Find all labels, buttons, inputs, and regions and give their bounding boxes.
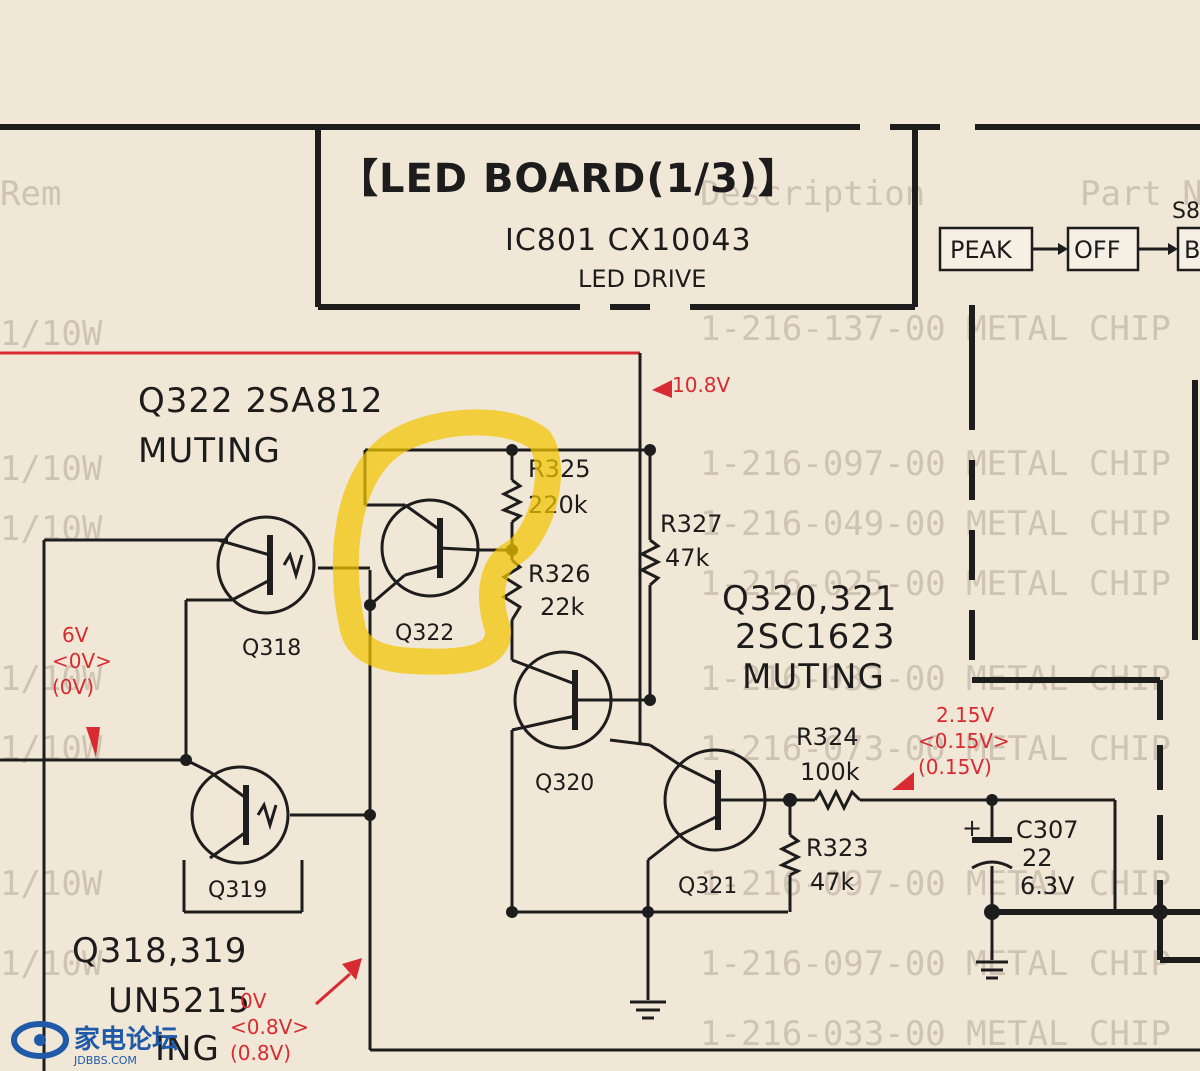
switch-peak-label: PEAK — [950, 236, 1013, 264]
transistor-q318 — [216, 515, 316, 615]
resistor-r324 — [813, 788, 862, 812]
bg-left-cell: 1/10W — [0, 729, 103, 769]
right-voltage-c: (0.15V) — [918, 755, 992, 779]
bg-left-cell: 1/10W — [0, 509, 103, 549]
bg-left-cell: 1/10W — [0, 659, 103, 699]
q321-label: Q321 — [678, 874, 737, 899]
q319-label: Q319 — [208, 878, 267, 903]
forum-logo: 家电论坛 JDBBS.COM — [11, 1021, 178, 1067]
r326-value: 22k — [540, 593, 585, 621]
junction-dots — [180, 444, 1168, 920]
resistor-r323 — [778, 833, 802, 877]
ic-reference: IC801 CX10043 — [505, 223, 752, 258]
q322-function-label: MUTING — [138, 431, 281, 471]
bg-row: 1-216-025-00 METAL CHIP — [700, 564, 1171, 604]
bottom-voltage-a: 0V — [240, 989, 267, 1013]
c307-ref: C307 — [1016, 816, 1079, 844]
bottom-voltage-b: <0.8V> — [230, 1015, 309, 1039]
q318-label: Q318 — [242, 636, 301, 661]
bg-row: 1-216-033-00 METAL CHIP — [700, 1014, 1171, 1054]
switch-off-box — [1066, 226, 1140, 272]
q320-label: Q320 — [535, 771, 594, 796]
r323-ref: R323 — [806, 834, 868, 862]
c307-value: 22 — [1022, 844, 1053, 872]
bg-left-cell: 1/10W — [0, 449, 103, 489]
left-voltage-a: 6V — [62, 623, 89, 647]
switch-next-box — [1176, 226, 1200, 272]
ground-symbol — [630, 1000, 666, 1020]
bg-row: 1-216-097-00 METAL CHIP — [700, 444, 1171, 484]
right-voltage-b: <0.15V> — [918, 729, 1010, 753]
r324-value: 100k — [800, 758, 860, 786]
logo-swirl-icon — [11, 1021, 69, 1059]
bg-header-desc: Description — [700, 174, 925, 214]
bg-header-part: Part No. — [1080, 174, 1200, 214]
voltage-marker — [342, 958, 362, 980]
capacitor-c307 — [971, 837, 1013, 870]
ic-description: LED DRIVE — [578, 265, 706, 293]
bg-left-cell: 1/10W — [0, 944, 103, 984]
transistor-q322 — [365, 498, 480, 598]
ground-symbol — [976, 960, 1008, 980]
right-voltage-a: 2.15V — [936, 703, 995, 727]
bg-row: 1-216-097-00 METAL CHIP — [700, 864, 1171, 904]
switch-peak-box — [938, 226, 1034, 272]
q318-319-label: Q318,319 — [72, 931, 247, 971]
transistor-q319 — [190, 765, 290, 865]
voltage-marker — [652, 380, 672, 398]
transistor-q320 — [511, 650, 613, 750]
bg-header-rem: Rem — [0, 174, 61, 214]
left-voltage-c: (0V) — [52, 675, 94, 699]
q320-321-function-label: MUTING — [742, 657, 885, 697]
logo-name: 家电论坛 — [74, 1024, 178, 1055]
resistor-r326 — [501, 558, 523, 621]
bg-row: 1-216-073-00 METAL CHIP — [700, 729, 1171, 769]
bottom-voltage-c: (0.8V) — [230, 1041, 291, 1065]
voltage-marker — [892, 772, 914, 790]
r327-ref: R327 — [660, 510, 722, 538]
c307-polarity: + — [962, 814, 982, 842]
board-title: 【LED BOARD(1/3)】 — [338, 156, 799, 202]
switch-ref: S8 — [1172, 199, 1200, 224]
highlight-circle — [332, 409, 561, 675]
q320-321-label: Q320,321 — [722, 579, 897, 619]
switch-next-label: B — [1184, 236, 1200, 264]
logo-sub: JDBBS.COM — [73, 1054, 137, 1067]
r327-value: 47k — [665, 544, 710, 572]
r324-ref: R324 — [796, 723, 858, 751]
q322-part-label: Q322 2SA812 — [138, 381, 383, 421]
bg-row: 1-216-097-00 METAL CHIP — [700, 944, 1171, 984]
c307-voltage: 6.3V — [1020, 872, 1075, 900]
q318-319-function-label: ING — [155, 1029, 220, 1069]
bg-row: 1-216-137-00 METAL CHIP — [700, 309, 1171, 349]
switch-selector: PEAK OFF B S8 — [938, 199, 1200, 272]
resistor-r325 — [500, 478, 524, 524]
background-table: Part No. Description Rem 1-216-137-00 ME… — [0, 174, 1200, 1054]
q318-319-part-label: UN5215 — [108, 981, 251, 1021]
bg-row: 1-216-049-00 METAL CHIP — [700, 504, 1171, 544]
bg-left-cell: 1/10W — [0, 864, 103, 904]
r326-ref: R326 — [528, 560, 590, 588]
bg-left-cell: 1/10W — [0, 314, 103, 354]
left-voltage-b: <0V> — [52, 649, 112, 673]
supply-voltage: 10.8V — [672, 373, 731, 397]
r323-value: 47k — [810, 868, 855, 896]
voltage-marker — [86, 727, 100, 757]
resistor-r327 — [638, 538, 662, 587]
q322-label: Q322 — [395, 621, 454, 646]
voltage-pointer — [315, 972, 351, 1006]
q320-321-part-label: 2SC1623 — [735, 617, 895, 657]
transistor-q321 — [663, 748, 767, 852]
switch-off-label: OFF — [1074, 236, 1121, 264]
